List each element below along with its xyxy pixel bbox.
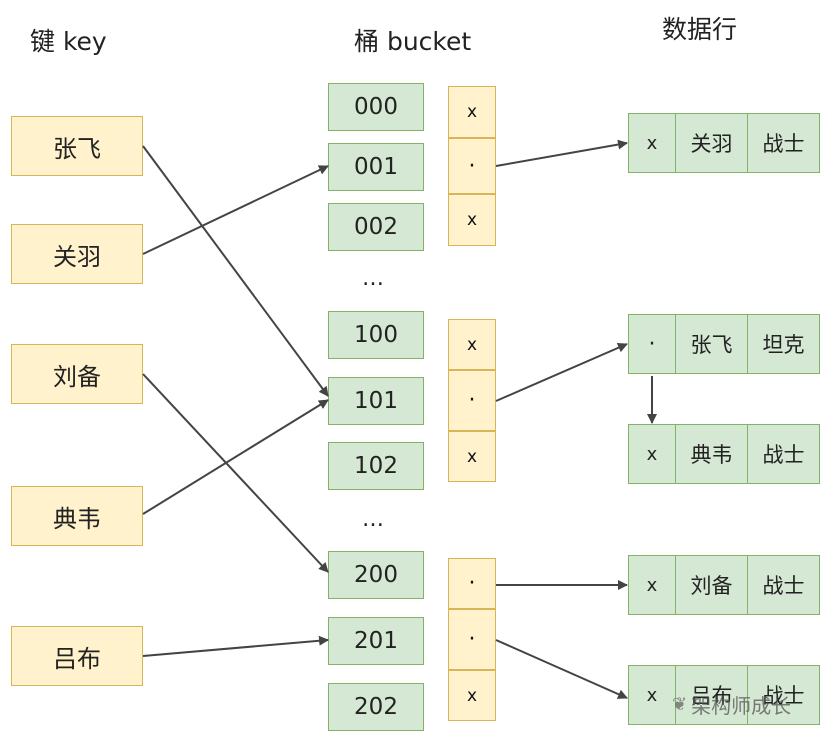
slot-3-1: · [448, 558, 496, 609]
row-name-cell: 典韦 [676, 424, 748, 484]
bucket-000: 000 [328, 83, 424, 131]
slot-3-2: · [448, 609, 496, 670]
key-box-dianwei: 典韦 [11, 486, 143, 546]
arrow-lvbu-to-201 [142, 635, 329, 657]
slot-2-2: · [448, 370, 496, 431]
data-row-lvbu: x 吕布 战士 [628, 665, 820, 725]
slot-1-2: · [448, 138, 496, 194]
row-pointer-cell: x [628, 113, 676, 173]
arrow-guanyu-to-001 [142, 165, 329, 255]
row-name-cell: 张飞 [676, 314, 748, 374]
row-pointer-cell: x [628, 555, 676, 615]
key-box-guanyu: 关羽 [11, 224, 143, 284]
bucket-100: 100 [328, 311, 424, 359]
key-column-header: 键 key [30, 27, 107, 56]
data-row-liubei: x 刘备 战士 [628, 555, 820, 615]
key-box-lvbu: 吕布 [11, 626, 143, 686]
row-role-cell: 战士 [748, 113, 820, 173]
row-name-cell: 关羽 [676, 113, 748, 173]
key-box-liubei: 刘备 [11, 344, 143, 404]
bucket-001: 001 [328, 143, 424, 191]
row-name-cell: 吕布 [676, 665, 748, 725]
data-rows-header: 数据行 [662, 15, 738, 44]
data-row-guanyu: x 关羽 战士 [628, 113, 820, 173]
watermark-text: 架构师成长 [691, 694, 792, 718]
watermark: ❦ 架构师成长 [672, 690, 791, 719]
arrow-slot-3b-to-row-lvbu [495, 639, 628, 699]
row-role-cell: 战士 [748, 555, 820, 615]
data-row-zhangfei: · 张飞 坦克 [628, 314, 820, 374]
bucket-ellipsis-2: … [362, 507, 385, 532]
key-box-zhangfei: 张飞 [11, 116, 143, 176]
slot-2-3: x [448, 431, 496, 482]
row-role-cell: 坦克 [748, 314, 820, 374]
row-pointer-cell: x [628, 424, 676, 484]
arrow-slot-1-to-row-guanyu [495, 139, 628, 167]
slot-3-3: x [448, 670, 496, 721]
row-role-cell: 战士 [748, 665, 820, 725]
bucket-ellipsis-1: … [362, 266, 385, 291]
slot-1-1: x [448, 86, 496, 138]
slot-1-3: x [448, 194, 496, 246]
bucket-column-header: 桶 bucket [354, 27, 472, 56]
row-name-cell: 刘备 [676, 555, 748, 615]
bucket-102: 102 [328, 442, 424, 490]
slot-2-1: x [448, 319, 496, 370]
arrow-zhangfei-to-101 [142, 145, 329, 397]
arrow-slot-2-to-row-zhangfei [495, 343, 628, 402]
arrow-liubei-to-200 [142, 373, 329, 573]
bucket-202: 202 [328, 683, 424, 731]
bucket-002: 002 [328, 203, 424, 251]
arrow-dianwei-to-101 [142, 399, 329, 515]
bucket-200: 200 [328, 551, 424, 599]
bucket-201: 201 [328, 617, 424, 665]
data-row-dianwei: x 典韦 战士 [628, 424, 820, 484]
wechat-icon: ❦ [672, 694, 688, 715]
row-pointer-cell: · [628, 314, 676, 374]
bucket-101: 101 [328, 377, 424, 425]
row-pointer-cell: x [628, 665, 676, 725]
row-role-cell: 战士 [748, 424, 820, 484]
